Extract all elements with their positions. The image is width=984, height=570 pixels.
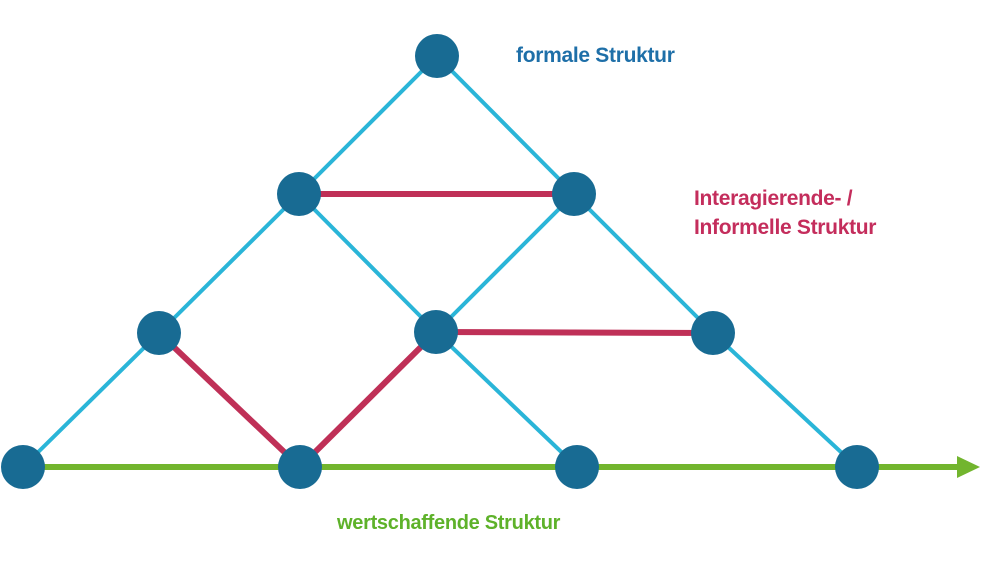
formal-edge-mid-left-low-left <box>157 192 301 335</box>
formal-edge-top-mid-right <box>435 54 576 196</box>
informal-edge-low-left-base-2 <box>156 330 303 470</box>
formal-edge-low-center-base-3 <box>434 330 579 469</box>
node-top <box>415 34 459 78</box>
formal-edge-top-mid-left <box>297 54 439 196</box>
node-base-2 <box>278 445 322 489</box>
value-structure-label: wertschaffende Struktur <box>337 512 561 534</box>
formal-edge-mid-right-low-right <box>572 192 715 335</box>
informal-structure-label-line1: Interagierende- / <box>694 187 853 210</box>
formal-structure-label: formale Struktur <box>516 44 675 67</box>
node-base-1 <box>1 445 45 489</box>
node-mid-right <box>552 172 596 216</box>
node-low-right <box>691 311 735 355</box>
formal-edge-low-left-base-1 <box>21 331 161 469</box>
formal-edge-low-right-base-4 <box>711 331 859 469</box>
informal-structure-label-line2: Informelle Struktur <box>694 216 877 239</box>
node-mid-left <box>277 172 321 216</box>
informal-edge-base-2-low-center <box>297 329 439 470</box>
node-base-4 <box>835 445 879 489</box>
node-low-left <box>137 311 181 355</box>
node-low-center <box>414 310 458 354</box>
value-axis-arrowhead-icon <box>957 456 980 478</box>
node-base-3 <box>555 445 599 489</box>
informal-edge-low-center-low-right <box>435 329 714 336</box>
informal-structure-label: Interagierende- / Informelle Struktur <box>694 184 876 242</box>
formal-edge-mid-left-low-center <box>297 192 438 334</box>
formal-edge-mid-right-low-center <box>434 192 576 334</box>
